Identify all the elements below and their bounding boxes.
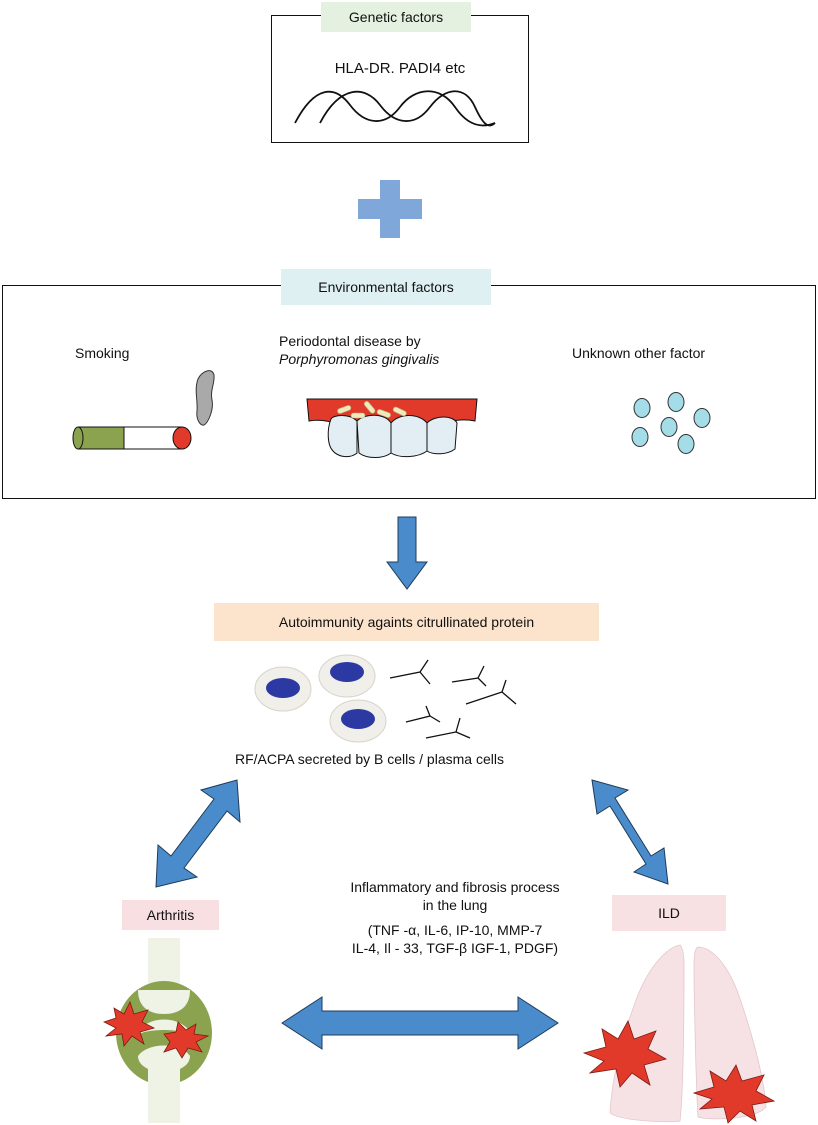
b-cell-icon xyxy=(254,666,312,712)
periodontal-label-line1: Periodontal disease by xyxy=(279,333,421,349)
environmental-factors-box xyxy=(2,285,816,499)
inflammation-line4: IL-4, Il - 33, TGF-β IGF-1, PDGF) xyxy=(351,940,559,956)
genetic-factors-text: HLA-DR. PADI4 etc xyxy=(334,60,466,77)
unknown-factor-label: Unknown other factor xyxy=(572,345,706,361)
inflammation-line2: in the lung xyxy=(422,897,488,913)
genetic-factors-label: Genetic factors xyxy=(321,2,471,32)
joint-icon xyxy=(102,938,212,1123)
dna-strand-icon xyxy=(294,90,496,127)
down-arrow-icon xyxy=(386,516,428,590)
arthritis-label: Arthritis xyxy=(122,900,219,930)
plus-icon xyxy=(358,180,422,238)
b-cell-icon xyxy=(329,699,387,743)
inflammation-line3: (TNF -α, IL-6, IP-10, MMP-7 xyxy=(367,922,543,938)
cigarette-icon xyxy=(72,370,215,450)
smoking-label: Smoking xyxy=(75,345,130,361)
antibodies-icon xyxy=(389,659,517,739)
ild-label: ILD xyxy=(612,895,726,931)
genetic-factors-box xyxy=(271,15,529,143)
autoimmunity-label: Autoimmunity againts citrullinated prote… xyxy=(214,603,599,641)
horizontal-double-arrow-icon xyxy=(281,996,559,1050)
environmental-factors-label: Environmental factors xyxy=(281,269,491,305)
arthritis-double-arrow-icon xyxy=(155,779,241,888)
lungs-icon xyxy=(582,944,776,1124)
periodontal-label-line2: Porphyromonas gingivalis xyxy=(279,351,440,367)
b-cell-icon xyxy=(318,654,376,698)
ild-double-arrow-icon xyxy=(591,779,669,885)
rf-acpa-text: RF/ACPA secreted by B cells / plasma cel… xyxy=(235,751,504,767)
teeth-gum-icon xyxy=(306,398,478,458)
inflammation-line1: Inflammatory and fibrosis process xyxy=(350,879,560,895)
particles-icon xyxy=(631,392,711,454)
